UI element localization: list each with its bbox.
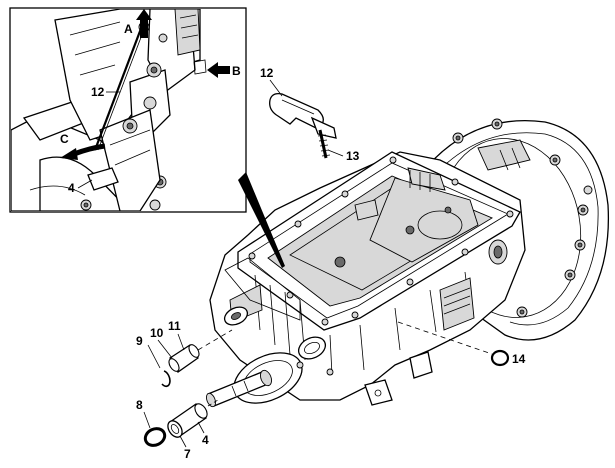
inset-callout-b: B <box>232 64 241 78</box>
callout-12: 12 <box>260 66 274 80</box>
part-10-11-bushing <box>168 329 233 373</box>
part-13-bolt <box>317 129 331 159</box>
inset-callout-12: 12 <box>91 85 105 99</box>
callout-8: 8 <box>136 398 143 412</box>
callout-4: 4 <box>202 433 209 447</box>
bell-housing-bolts <box>452 118 593 318</box>
callout-13: 13 <box>346 149 360 163</box>
part-9-circlip <box>161 370 171 388</box>
part-8-o-ring <box>143 427 167 447</box>
inset-callout-c: C <box>60 132 69 146</box>
transmission-housing <box>206 118 610 408</box>
inset-callout-4: 4 <box>68 181 75 195</box>
arrow-b-icon <box>207 62 230 78</box>
cover-flange-bolts <box>248 156 514 326</box>
callout-9: 9 <box>136 334 143 348</box>
part-12-latch-plate <box>269 92 337 139</box>
part-7-4-sleeve <box>167 399 219 438</box>
part-14-seal <box>397 321 510 367</box>
arrow-c-icon <box>60 143 106 160</box>
callout-14: 14 <box>512 352 526 366</box>
callout-7: 7 <box>184 447 191 461</box>
inset-callout-a: A <box>124 22 133 36</box>
detail-pointer <box>238 172 285 268</box>
callout-11: 11 <box>168 319 181 333</box>
arrow-a-icon <box>136 9 152 38</box>
callout-10: 10 <box>150 326 164 340</box>
detail-inset: A B 12 C 4 <box>9 7 247 213</box>
